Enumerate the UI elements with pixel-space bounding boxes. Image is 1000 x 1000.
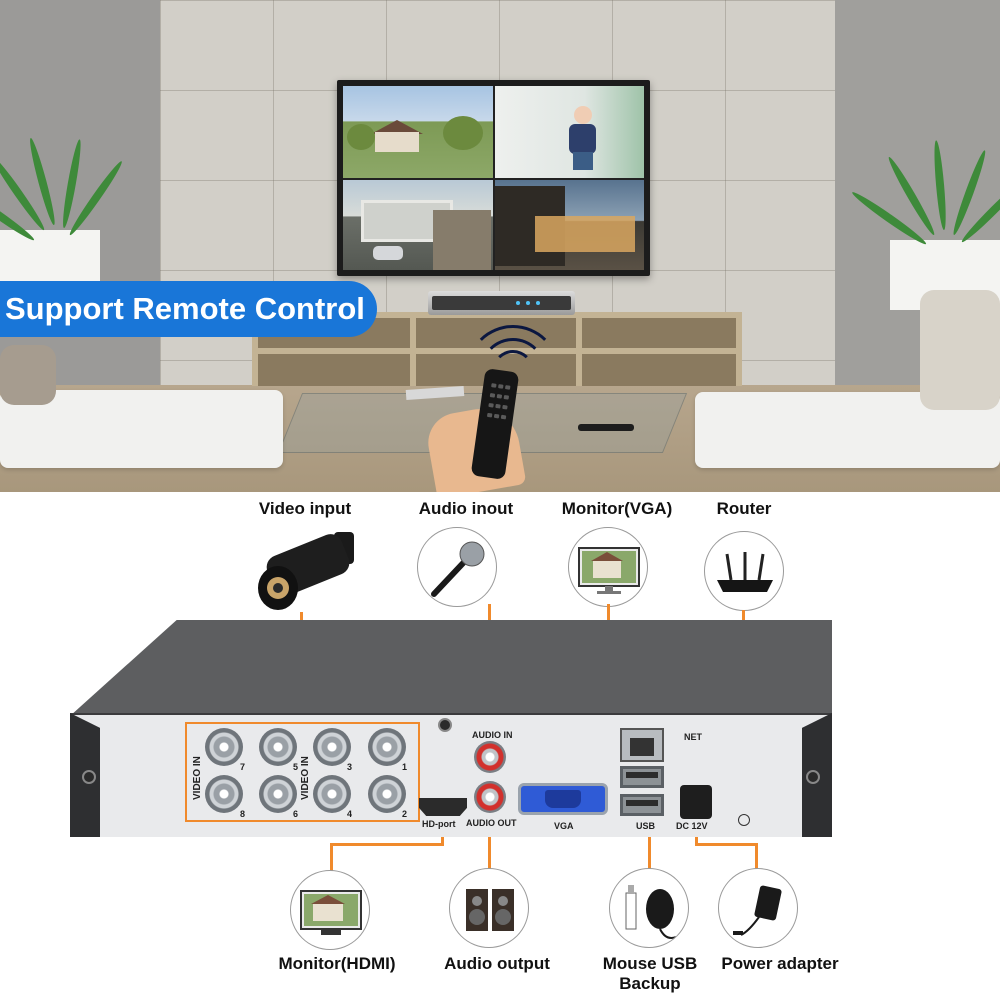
label-audio-input: Audio inout [418,499,514,518]
video-in-label: VIDEO IN [192,756,203,800]
label-monitor-hdmi: Monitor(HDMI) [278,954,396,973]
vga-label: VGA [554,821,574,831]
left-plant [0,90,140,300]
bnc-port-6[interactable] [259,775,297,813]
cctv-camera-icon [248,526,366,616]
remote-control-banner: Support Remote Control [0,281,377,337]
audio-in-port[interactable] [474,741,506,773]
screw [438,718,452,732]
camera-feed-modern-house [495,180,644,270]
channel-number: 5 [293,762,299,772]
mouse-usb-icon [609,868,689,948]
camera-feed-child [495,86,644,178]
video-input-ports [185,722,420,822]
speakers-icon [449,868,529,948]
dvr-top-cover [70,620,832,716]
tv-stand-post [736,312,742,386]
wire-usb [648,830,651,872]
channel-number: 1 [402,762,408,772]
right-pillow [920,290,1000,410]
wire-hdmi [330,843,444,846]
channel-number: 3 [347,762,353,772]
wire-power [755,843,758,871]
label-monitor-vga: Monitor(VGA) [561,499,673,518]
microphone-icon [417,527,497,607]
label-audio-output: Audio output [444,954,550,973]
label-mouse-usb: Mouse USB Backup [602,954,698,993]
router-icon [704,531,784,611]
camera-feed-house [343,86,493,178]
bnc-port-8[interactable] [205,775,243,813]
label-power-adapter: Power adapter [721,954,839,973]
tv-stand-post [252,312,258,386]
wire-audio-output [488,815,491,871]
living-room-scene: Support Remote Control [0,0,1000,492]
camera-feed-driveway [343,180,493,270]
tv-stand-shelf-top [252,312,742,318]
bnc-port-4[interactable] [313,775,351,813]
channel-number: 6 [293,809,299,819]
ground-icon [738,814,750,826]
audio-out-label: AUDIO OUT [466,818,517,828]
channel-number: 2 [402,809,408,819]
screw [82,770,96,784]
left-pillow [0,345,56,405]
audio-in-label: AUDIO IN [472,730,513,740]
bnc-port-5[interactable] [259,728,297,766]
monitor-icon [568,527,648,607]
channel-number: 4 [347,809,353,819]
right-plant [849,90,1000,310]
usb-port[interactable] [620,794,664,816]
dc-label: DC 12V [676,821,708,831]
lan-port[interactable] [620,728,664,762]
channel-number: 8 [240,809,246,819]
audio-out-port[interactable] [474,781,506,813]
remote-on-table [578,424,634,431]
wire-hdmi [330,843,333,873]
label-router: Router [716,499,772,518]
video-in-label: VIDEO IN [300,756,311,800]
tv-stand-post [410,312,416,386]
vga-port[interactable] [518,783,608,815]
power-adapter-icon [718,868,798,948]
net-label: NET [684,732,702,742]
signal-wave-icon [466,325,560,419]
channel-number: 7 [240,762,246,772]
hdmi-label: HD-port [422,819,456,829]
dc-power-port[interactable] [680,785,712,819]
bnc-port-3[interactable] [313,728,351,766]
label-video-input: Video input [258,499,352,518]
bnc-port-2[interactable] [368,775,406,813]
screw [806,770,820,784]
usb-label: USB [636,821,656,831]
television [337,80,650,276]
usb-port[interactable] [620,766,664,788]
wire-power [695,843,758,846]
tv-screen [343,86,644,270]
tv-stand-post [576,312,582,386]
dvr-recorder [428,291,575,315]
bnc-port-7[interactable] [205,728,243,766]
monitor-icon [290,870,370,950]
hdmi-port[interactable] [419,798,467,816]
bnc-port-1[interactable] [368,728,406,766]
